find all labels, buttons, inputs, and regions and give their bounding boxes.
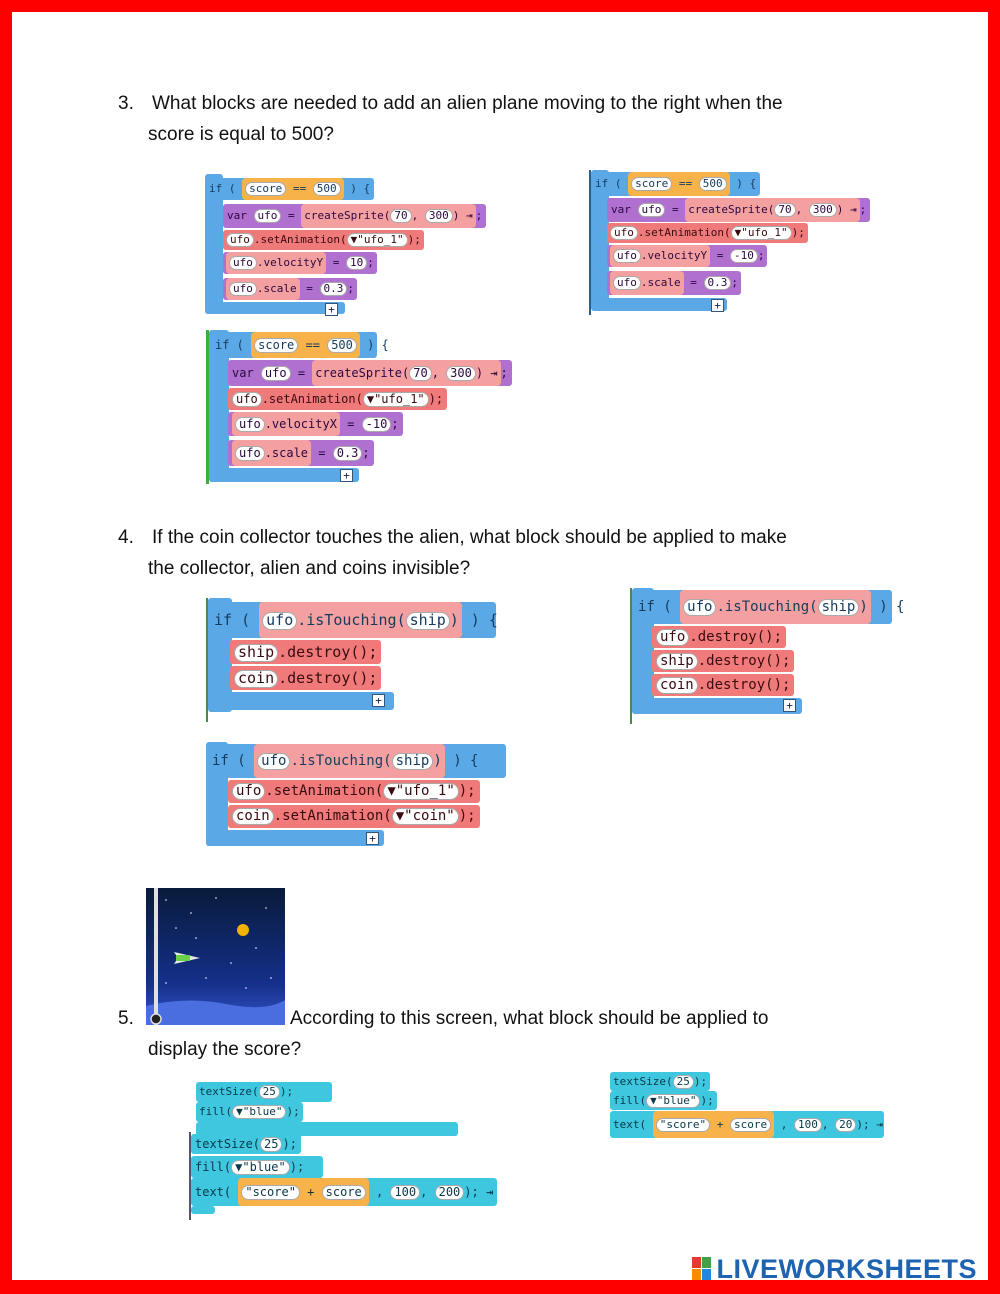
var-ufo-create: var ufo = createSprite(70, 300) ⇥; [607, 198, 871, 222]
liveworksheets-logo: LIVEWORKSHEETS [692, 1255, 977, 1283]
logo-text: LIVEWORKSHEETS [716, 1254, 977, 1284]
text-call: text( "score" + score , 100, 200); ⇥ [191, 1178, 498, 1206]
if-block: if ( score == 500 ) { [209, 332, 389, 358]
q5-option-b[interactable]: textSize(25); fill(▼"blue"); text( "scor… [189, 1132, 499, 1222]
fill: fill(▼"blue"); [191, 1156, 323, 1178]
question-5: 5.According to this screen, what block s… [118, 1008, 769, 1060]
add-icon[interactable]: + [325, 303, 338, 316]
q3-option-b[interactable]: if ( score == 500 ) { var ufo = createSp… [589, 170, 879, 315]
q4-option-c[interactable]: if ( ufo.isTouching(ship) ) { ufo.setAni… [206, 742, 506, 850]
if-block: if ( score == 500 ) { [591, 172, 761, 196]
add-icon[interactable]: + [372, 694, 385, 707]
ufo-set-animation: ufo.setAnimation(▼"ufo_1"); [228, 780, 480, 803]
text-size: textSize(25); [610, 1072, 711, 1091]
coin-set-animation: coin.setAnimation(▼"coin"); [228, 805, 480, 828]
fill: fill(▼"blue"); [610, 1091, 717, 1110]
question-3: 3.What blocks are needed to add an alien… [118, 93, 783, 145]
velocity-y: ufo.velocityY = -10; [607, 245, 768, 267]
q3-option-c[interactable]: if ( score == 500 ) { var ufo = createSp… [206, 330, 526, 486]
if-block: if ( ufo.isTouching(ship) ) { [208, 602, 498, 638]
q4-option-b[interactable]: if ( ufo.isTouching(ship) ) { ufo.destro… [630, 588, 904, 726]
velocity-y: ufo.velocityY = 10; [223, 252, 377, 274]
text-call: text( "score" + score , 100, 20); ⇥ [610, 1111, 884, 1138]
ufo-destroy: ufo.destroy(); [652, 626, 787, 648]
scale: ufo.scale = 0.3; [228, 440, 374, 466]
space-scene-icon [146, 888, 285, 1025]
q5-option-a[interactable]: textSize(25); fill(▼"blue"); [196, 1080, 466, 1136]
ship-destroy: ship.destroy(); [230, 640, 382, 664]
ship-destroy: ship.destroy(); [652, 650, 795, 672]
q3-option-a[interactable]: if ( score == 500 ) { var ufo = createSp… [205, 174, 495, 318]
text-size: textSize(25); [196, 1082, 332, 1102]
add-icon[interactable]: + [340, 469, 353, 482]
scale: ufo.scale = 0.3; [607, 271, 741, 295]
if-block: if ( score == 500 ) { [205, 178, 375, 200]
set-animation: ufo.setAnimation(▼"ufo_1"); [228, 388, 448, 410]
if-block: if ( ufo.isTouching(ship) ) { [632, 590, 904, 624]
set-animation: ufo.setAnimation(▼"ufo_1"); [607, 223, 808, 243]
q5-option-c[interactable]: textSize(25); fill(▼"blue"); text( "scor… [610, 1072, 890, 1144]
set-animation: ufo.setAnimation(▼"ufo_1"); [223, 230, 424, 250]
add-icon[interactable]: + [783, 699, 796, 712]
coin-destroy: coin.destroy(); [652, 674, 795, 696]
var-ufo-create: var ufo = createSprite(70, 300) ⇥; [228, 360, 512, 386]
fill: fill(▼"blue"); [196, 1102, 303, 1122]
var-ufo-create: var ufo = createSprite(70, 300) ⇥; [223, 204, 487, 228]
q4-option-a[interactable]: if ( ufo.isTouching(ship) ) { ship.destr… [206, 598, 506, 724]
question-4: 4.If the coin collector touches the alie… [118, 527, 787, 579]
if-block: if ( ufo.isTouching(ship) ) { [206, 744, 506, 778]
add-icon[interactable]: + [711, 299, 724, 312]
scale: ufo.scale = 0.3; [223, 278, 357, 300]
add-icon[interactable]: + [366, 832, 379, 845]
velocity-x: ufo.velocityX = -10; [228, 412, 403, 436]
coin-destroy: coin.destroy(); [230, 666, 382, 690]
logo-icon [692, 1257, 711, 1280]
text-size: textSize(25); [191, 1134, 301, 1154]
game-screen-image [146, 888, 285, 1025]
